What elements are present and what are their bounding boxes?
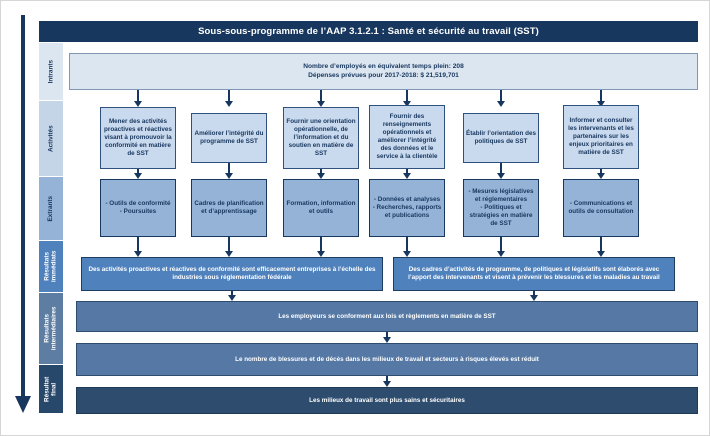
- stage-label: Activités: [47, 125, 55, 152]
- stage-label: Intrants: [47, 59, 55, 84]
- sidebar-stage-resultats-immediats: Résultats immédiats: [39, 241, 63, 292]
- inputs-box: Nombre d’employés en équivalent temps pl…: [69, 53, 698, 90]
- flow-direction-arrow-head: [15, 396, 31, 413]
- sidebar-stage-activites: Activités: [39, 101, 63, 176]
- stage-label: Extrants: [47, 195, 55, 222]
- sidebar-stage-resultats-intermediaires: Résultats intermédiaires: [39, 293, 63, 364]
- output-box-1: - Outils de conformité - Poursuites: [100, 179, 176, 237]
- inputs-spending-line: Dépenses prévues pour 2017-2018: $ 21,51…: [308, 71, 459, 79]
- output-box-5: - Mesures législatives et réglementaires…: [463, 179, 539, 237]
- activity-box-6: Informer et consulter les intervenants e…: [563, 105, 639, 169]
- intermediate-result-bar-2: Le nombre de blessures et de décès dans …: [76, 343, 698, 376]
- sidebar-stage-extrants: Extrants: [39, 177, 63, 240]
- page-title: Sous-sous-programme de l’AAP 3.1.2.1 : S…: [39, 21, 698, 42]
- flow-direction-arrow-shaft: [21, 15, 25, 397]
- output-box-6: - Communications et outils de consultati…: [563, 179, 639, 237]
- output-box-3: Formation, information et outils: [283, 179, 359, 237]
- activity-box-1: Mener des activités proactives et réacti…: [100, 107, 176, 169]
- intermediate-result-bar-1: Les employeurs se conforment aux lois et…: [76, 301, 698, 332]
- sidebar-stage-resultat-final: Résultat final: [39, 365, 63, 413]
- activity-box-4: Fournir des renseignements opérationnels…: [369, 105, 445, 169]
- activity-box-2: Améliorer l’intégrité du programme de SS…: [191, 113, 267, 163]
- inputs-fte-line: Nombre d’employés en équivalent temps pl…: [303, 63, 464, 71]
- stage-label: Résultat final: [43, 376, 58, 402]
- output-box-2: Cadres de planification et d’apprentissa…: [191, 179, 267, 237]
- stage-label: Résultats intermédiaires: [43, 306, 59, 351]
- activity-box-5: Établir l’orientation des politiques de …: [463, 113, 539, 163]
- final-result-bar: Les milieux de travail sont plus sains e…: [76, 387, 698, 414]
- stage-label: Résultats immédiats: [43, 250, 58, 283]
- activity-box-3: Fournir une orientation opérationnelle, …: [283, 107, 359, 169]
- sidebar-stage-intrants: Intrants: [39, 43, 63, 100]
- immediate-result-box-2: Des cadres d’activités de programme, de …: [393, 257, 675, 291]
- output-box-4: - Données et analyses - Recherches, rapp…: [369, 179, 445, 237]
- immediate-result-box-1: Des activités proactives et réactives de…: [81, 257, 383, 291]
